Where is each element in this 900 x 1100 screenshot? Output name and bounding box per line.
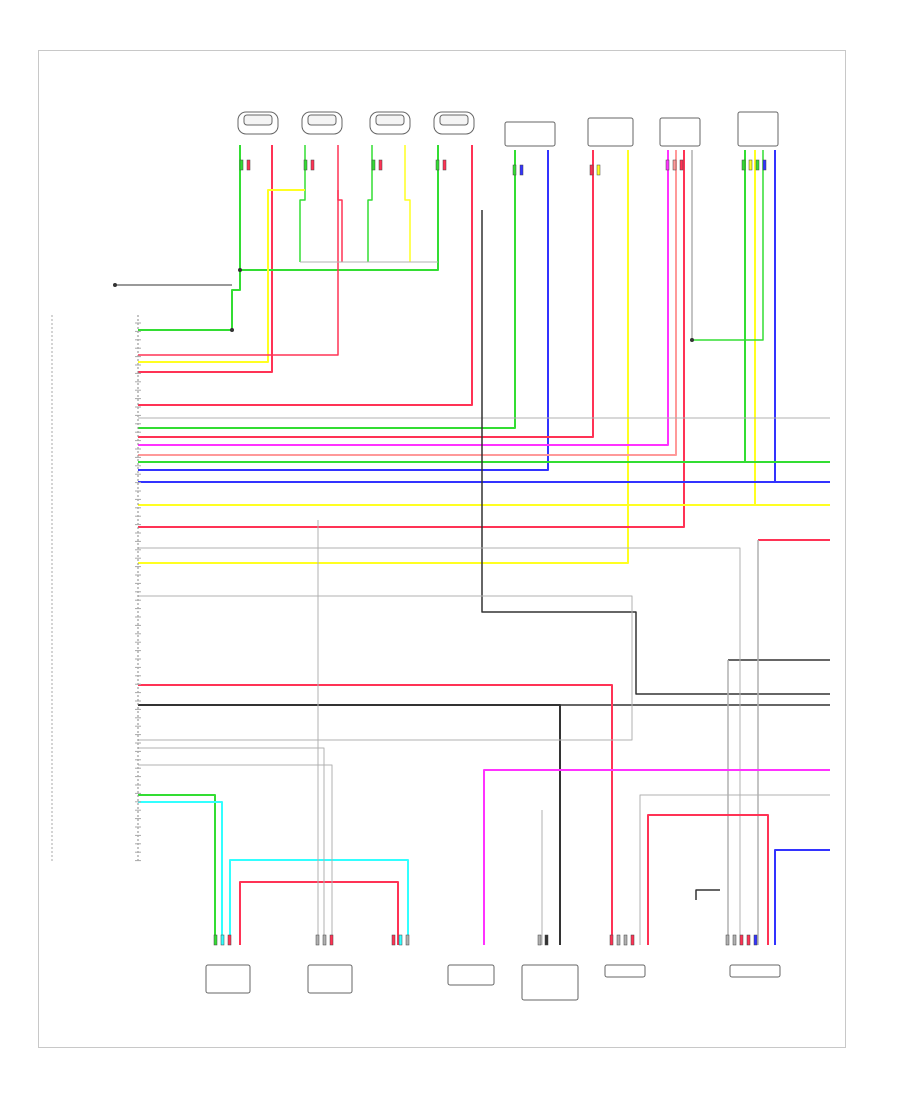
wire-red-loop xyxy=(239,881,399,945)
conn-inj1-pin xyxy=(246,159,251,171)
wire-gray-s2 xyxy=(138,747,325,945)
sensor-a-connector xyxy=(504,121,556,147)
wire-inj4-red xyxy=(138,145,473,406)
wire-sens-d-green xyxy=(138,150,746,463)
conn-sens-d-pin xyxy=(762,159,767,171)
conn-bot5-pin xyxy=(609,934,614,946)
wire-sens-a-blue xyxy=(138,150,549,471)
wire-blue-br xyxy=(774,849,830,945)
wire-gray-mid xyxy=(138,547,741,945)
sensor-c-connector xyxy=(659,117,701,147)
wire-ground-1 xyxy=(695,889,720,900)
wire-inj1-green xyxy=(138,145,241,331)
conn-inj2-pin xyxy=(310,159,315,171)
conn-bot3-pin xyxy=(391,934,396,946)
conn-sens-b-pin xyxy=(589,164,594,176)
wire-gray-lower xyxy=(639,794,830,945)
ground-top-dot xyxy=(113,283,117,287)
conn-bot3-pin xyxy=(405,934,410,946)
wire-sens-d-blue xyxy=(138,150,776,483)
conn-inj3-pin xyxy=(378,159,383,171)
wire-sens-c-pink xyxy=(138,150,677,456)
wire-sens-c-red xyxy=(138,150,685,528)
wire-inj2-green xyxy=(299,145,306,262)
wire-inj2-red xyxy=(337,145,343,262)
wire-sens-c-violet xyxy=(138,150,669,446)
conn-bot2-pin xyxy=(315,934,320,946)
conn-bot5-pin xyxy=(616,934,621,946)
conn-bot2-pin xyxy=(322,934,327,946)
bottom-sensor-2 xyxy=(307,964,353,994)
wire-cyan-loop xyxy=(229,859,409,945)
wire-sens-b-red xyxy=(138,150,594,438)
wire-violet xyxy=(483,769,830,945)
wire-sens-d-green2 xyxy=(692,150,764,341)
junction-c xyxy=(690,338,694,342)
component-layer xyxy=(51,111,781,1001)
injector-2-body xyxy=(307,114,337,126)
wire-sens-d-yellow xyxy=(138,150,756,506)
wire-lower-green xyxy=(138,794,216,945)
wire-red-lower xyxy=(138,684,613,945)
conn-inj1-pin xyxy=(239,159,244,171)
junction-b xyxy=(238,268,242,272)
conn-bot6-pin xyxy=(753,934,758,946)
bottom-sensor-1 xyxy=(205,964,251,994)
junction-a xyxy=(230,328,234,332)
wire-red-br xyxy=(647,814,769,945)
bottom-sensor-4 xyxy=(521,964,579,1001)
wire-sens-a-green xyxy=(138,150,516,429)
conn-bot2-pin xyxy=(329,934,334,946)
conn-sens-d-pin xyxy=(741,159,746,171)
conn-bot6-pin xyxy=(746,934,751,946)
conn-bot5-pin xyxy=(623,934,628,946)
wire-gray-loop xyxy=(138,595,633,741)
bottom-sensor-3 xyxy=(447,964,495,986)
conn-sens-d-pin xyxy=(755,159,760,171)
conn-inj3-pin xyxy=(371,159,376,171)
wire-layer xyxy=(115,145,830,945)
conn-inj4-pin xyxy=(435,159,440,171)
conn-bot4-pin xyxy=(537,934,542,946)
conn-sens-a-pin xyxy=(519,164,524,176)
conn-bot3-pin xyxy=(398,934,403,946)
wire-inj2-yellow xyxy=(138,189,305,363)
wire-lower-cyan xyxy=(138,801,223,945)
conn-sens-c-pin xyxy=(672,159,677,171)
wire-inj3-yellow xyxy=(404,145,411,262)
wire-middle-black xyxy=(481,210,830,695)
injector-4-body xyxy=(439,114,469,126)
sensor-d-connector xyxy=(737,111,779,147)
injector-1-body xyxy=(243,114,273,126)
conn-inj4-pin xyxy=(442,159,447,171)
conn-bot5-pin xyxy=(630,934,635,946)
wire-inj3-green xyxy=(367,145,373,262)
sensor-b-connector xyxy=(587,117,634,147)
wire-black-down xyxy=(138,704,561,945)
wire-inj1-red xyxy=(138,145,273,373)
wire-common-red xyxy=(138,190,339,356)
diagram-border xyxy=(38,50,846,1048)
conn-sens-c-pin xyxy=(679,159,684,171)
conn-bot6-pin xyxy=(732,934,737,946)
conn-sens-c-pin xyxy=(665,159,670,171)
bottom-sensor-5 xyxy=(604,964,646,978)
injector-3-body xyxy=(375,114,405,126)
wire-sens-b-yellow xyxy=(138,150,629,564)
conn-sens-b-pin xyxy=(596,164,601,176)
conn-bot6-pin xyxy=(725,934,730,946)
wire-inj4-green xyxy=(240,145,439,271)
conn-bot6-pin xyxy=(739,934,744,946)
conn-sens-d-pin xyxy=(748,159,753,171)
conn-bot1-pin xyxy=(213,934,218,946)
wire-gray-s2b xyxy=(138,764,333,945)
conn-inj2-pin xyxy=(303,159,308,171)
conn-bot4-pin xyxy=(544,934,549,946)
bottom-sensor-6 xyxy=(729,964,781,978)
conn-bot1-pin xyxy=(227,934,232,946)
conn-sens-a-pin xyxy=(512,164,517,176)
conn-bot1-pin xyxy=(220,934,225,946)
